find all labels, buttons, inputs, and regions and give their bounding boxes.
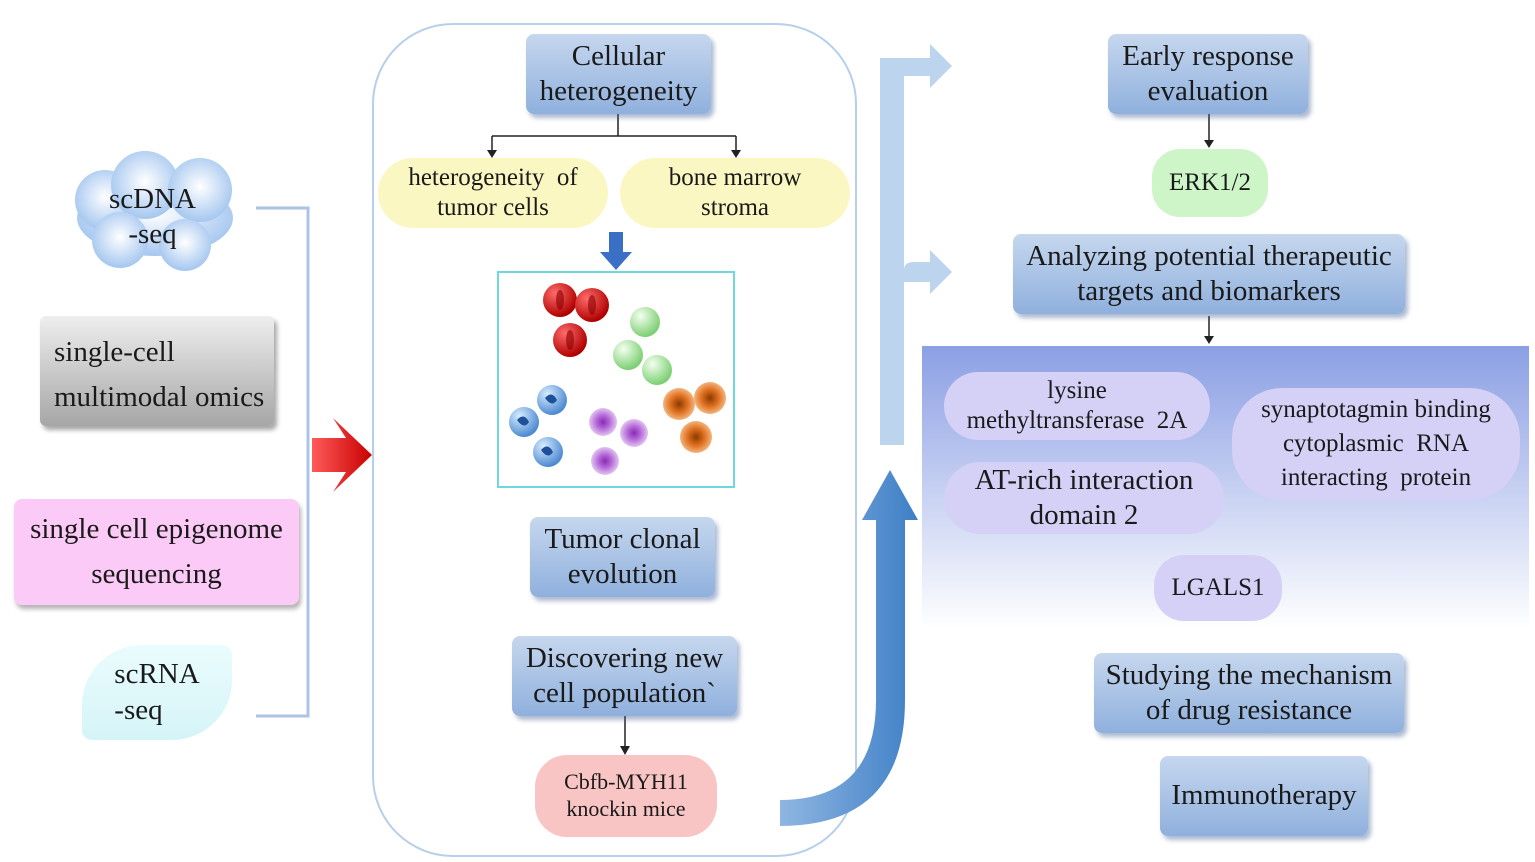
erk-box: ERK1/2 <box>1152 149 1268 217</box>
input-bracket <box>256 206 310 718</box>
drug-resistance-label: Studying the mechanism of drug resistanc… <box>1105 658 1393 726</box>
immunotherapy-box: Immunotherapy <box>1160 756 1368 836</box>
at-rich-domain-label: AT-rich interaction domain 2 <box>974 463 1194 531</box>
scdna-seq-label: scDNA -seq <box>109 182 196 250</box>
multimodal-omics-label: single-cell multimodal omics <box>54 336 265 413</box>
branch-arrow <box>880 44 952 445</box>
tumor-clonal-evolution-label: Tumor clonal evolution <box>544 522 701 590</box>
knockin-mice-label: Cbfb-MYH11 knockin mice <box>564 769 688 821</box>
synaptotagmin-box: synaptotagmin binding cytoplasmic RNA in… <box>1232 388 1520 500</box>
orange-cells <box>663 382 726 453</box>
early-response-label: Early response evaluation <box>1122 39 1294 107</box>
purple-cells <box>589 408 648 475</box>
analyzing-targets-box: Analyzing potential therapeutic targets … <box>1013 234 1405 314</box>
tumor-cells-heterogeneity-box: heterogeneity of tumor cells <box>378 158 608 228</box>
early-response-box: Early response evaluation <box>1108 34 1308 114</box>
multimodal-omics-box: single-cell multimodal omics <box>40 316 274 426</box>
erk-label: ERK1/2 <box>1169 168 1251 196</box>
scrna-seq-label: scRNA -seq <box>114 658 200 726</box>
bone-marrow-stroma-label: bone marrow stroma <box>668 163 802 222</box>
cellular-heterogeneity-box: Cellular heterogeneity <box>526 34 711 114</box>
cellular-heterogeneity-label: Cellular heterogeneity <box>539 39 698 107</box>
lgals1-label: LGALS1 <box>1171 573 1265 601</box>
red-blood-cells <box>543 283 609 357</box>
immunotherapy-label: Immunotherapy <box>1171 779 1357 812</box>
blue-down-arrow <box>600 232 632 270</box>
split-connector <box>491 114 737 154</box>
at-rich-domain-box: AT-rich interaction domain 2 <box>944 462 1224 534</box>
epigenome-box: single cell epigenome sequencing <box>14 499 299 605</box>
scdna-cloud-shape <box>75 151 233 271</box>
green-cells <box>613 307 672 385</box>
curved-up-arrow <box>780 470 918 826</box>
knockin-mice-box: Cbfb-MYH11 knockin mice <box>535 755 717 837</box>
bone-marrow-stroma-box: bone marrow stroma <box>620 158 850 228</box>
discovering-population-label: Discovering new cell population` <box>525 641 724 709</box>
analyzing-targets-label: Analyzing potential therapeutic targets … <box>1026 239 1392 307</box>
tumor-cells-heterogeneity-label: heterogeneity of tumor cells <box>408 163 578 222</box>
red-arrow <box>312 418 372 492</box>
tumor-clonal-evolution-box: Tumor clonal evolution <box>530 517 715 597</box>
scrna-seq-box: scRNA -seq <box>82 645 232 740</box>
epigenome-label: single cell epigenome sequencing <box>30 513 283 590</box>
synaptotagmin-label: synaptotagmin binding cytoplasmic RNA in… <box>1261 396 1491 491</box>
discovering-population-box: Discovering new cell population` <box>512 636 737 716</box>
lgals1-box: LGALS1 <box>1154 555 1282 621</box>
drug-resistance-box: Studying the mechanism of drug resistanc… <box>1094 653 1404 733</box>
lysine-methyltransferase-box: lysine methyltransferase 2A <box>944 372 1210 440</box>
lysine-methyltransferase-label: lysine methyltransferase 2A <box>966 376 1188 435</box>
blue-cells <box>509 385 567 467</box>
